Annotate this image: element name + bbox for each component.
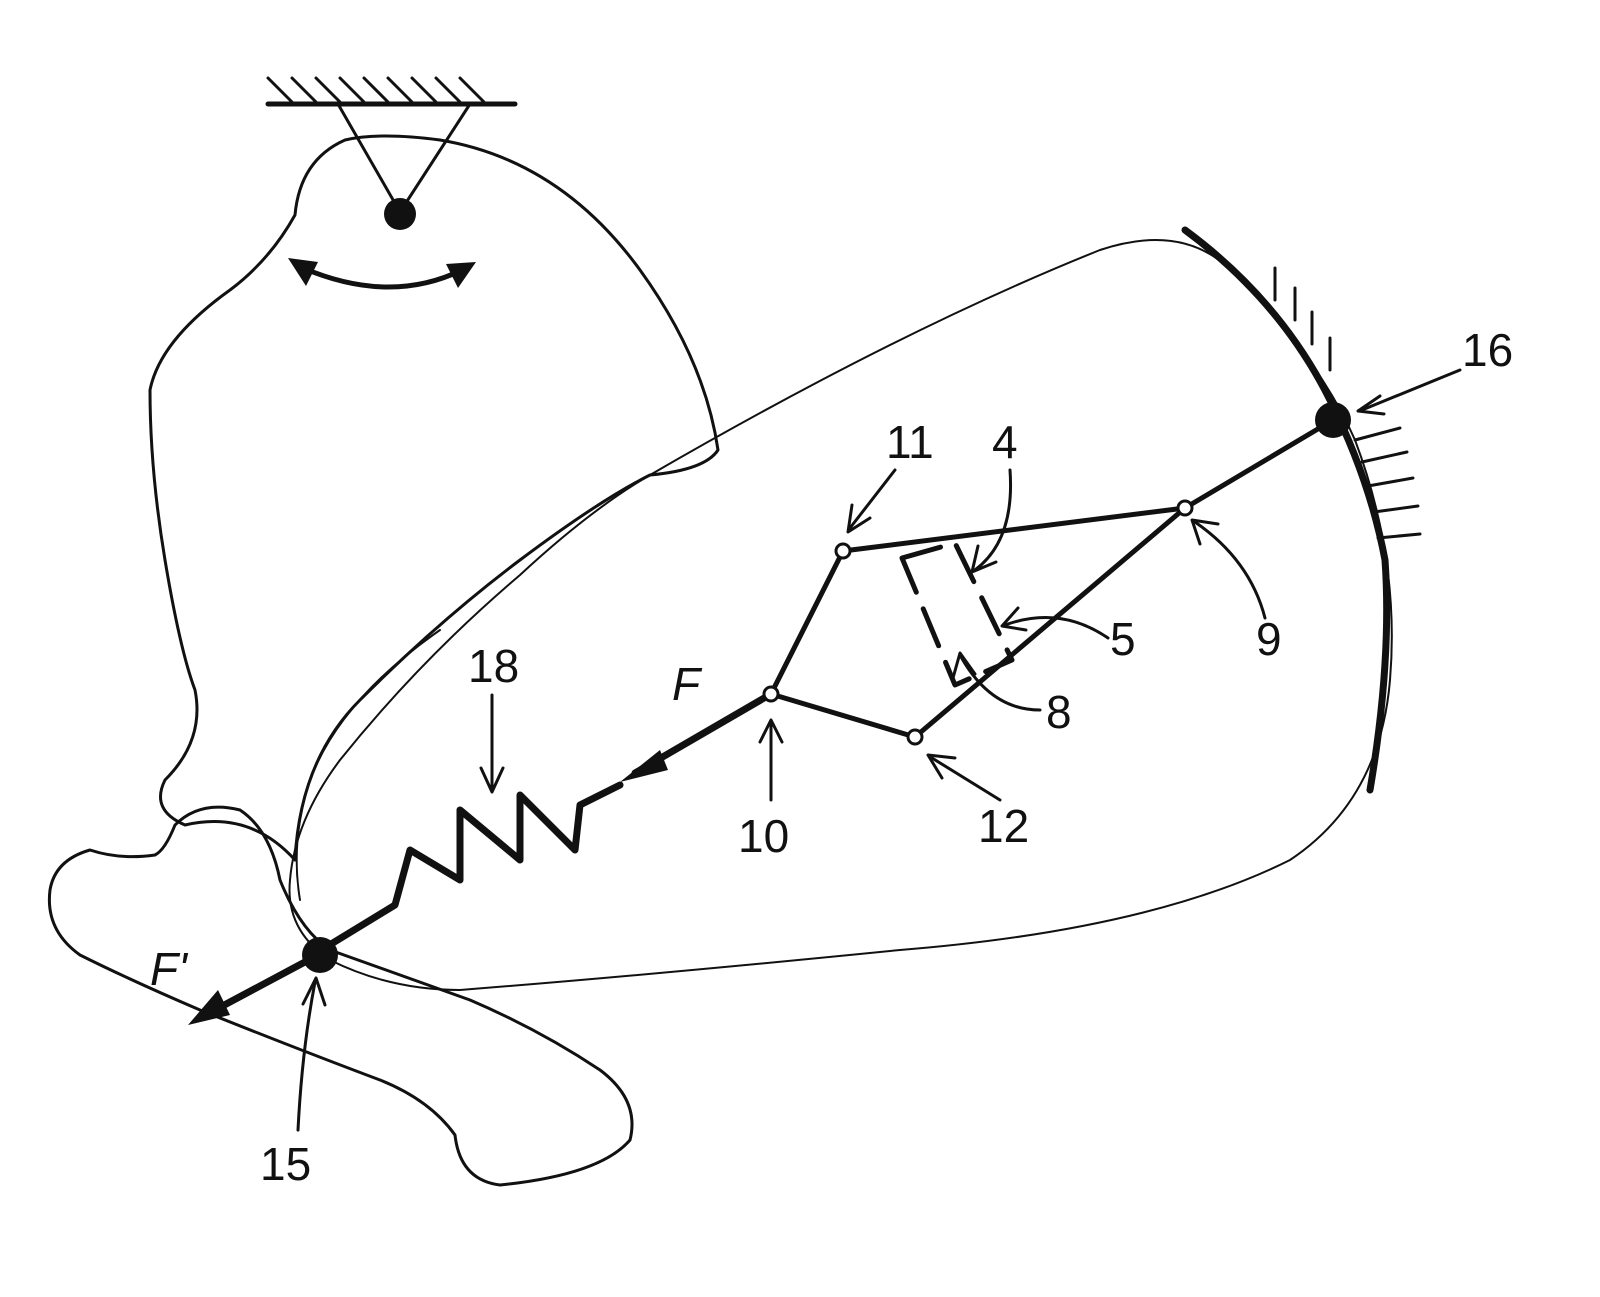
leader-arrows — [298, 370, 1460, 1130]
joint-12 — [908, 730, 922, 744]
label-force-f-prime: F' — [150, 943, 189, 995]
lower-foot-outline — [49, 807, 632, 1185]
label-18: 18 — [468, 640, 519, 692]
label-8: 8 — [1046, 686, 1072, 738]
label-10: 10 — [738, 810, 789, 862]
label-force-f: F — [672, 658, 703, 710]
spring-18 — [318, 785, 620, 952]
force-f-prime-arrow-icon — [188, 955, 318, 1025]
top-ground-support — [268, 78, 515, 230]
label-12: 12 — [978, 800, 1029, 852]
label-9: 9 — [1256, 613, 1282, 665]
right-ground-surface — [1185, 230, 1420, 790]
joint-10 — [764, 687, 778, 701]
label-15: 15 — [260, 1138, 311, 1190]
upper-body-outline — [150, 136, 718, 860]
joint-9 — [1178, 501, 1192, 515]
joint-11 — [836, 544, 850, 558]
label-16: 16 — [1462, 324, 1513, 376]
label-4: 4 — [992, 416, 1018, 468]
label-5: 5 — [1110, 613, 1136, 665]
rotation-arrow-icon — [288, 258, 476, 288]
label-11: 11 — [886, 416, 934, 468]
top-pivot-joint — [384, 198, 416, 230]
